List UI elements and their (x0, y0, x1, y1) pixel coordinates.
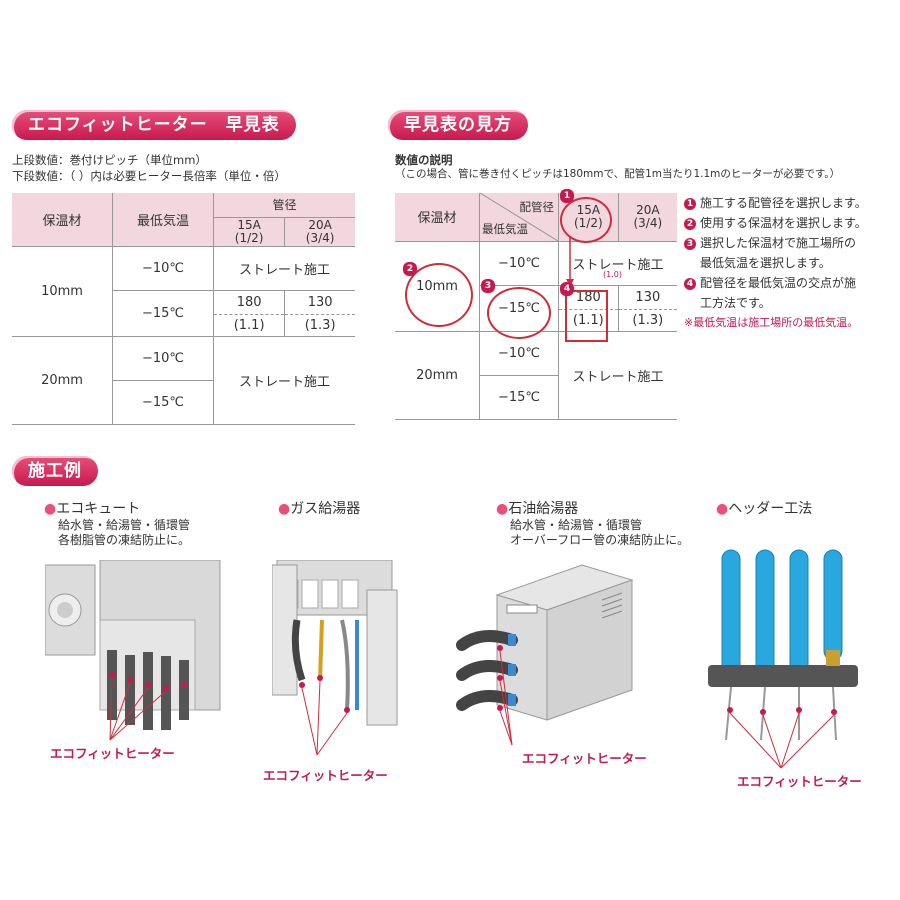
example-2-heater-label: エコフィットヒーター (263, 768, 388, 783)
example-3-heater-label: エコフィットヒーター (522, 751, 647, 766)
examples-title: 施工例 (12, 456, 98, 486)
header-20a: 20A(3/4) (284, 217, 355, 247)
cell-ratio: (1.3) (284, 314, 355, 337)
header-15a: 15A(1/2) (212, 217, 285, 247)
example-2-title: ●ガス給湯器 (278, 501, 361, 517)
gas-heater-illustration (272, 560, 398, 756)
cell-straight: ストレート施工(1.0) (558, 241, 677, 286)
header-insulation: 保温材 (395, 193, 480, 242)
ecocute-illustration (45, 560, 221, 741)
example-1-sub: 給水管・給湯管・循環管各樹脂管の凍結防止に。 (58, 518, 191, 547)
example-4-heater-label: エコフィットヒーター (737, 774, 862, 789)
step-4-cont: 工方法です。 (700, 296, 771, 310)
note-line-1: 上段数値：巻付けピッチ（単位mm） (12, 153, 207, 167)
warning-note: ※最低気温は施工場所の最低気温。 (684, 316, 859, 329)
marker-circle-insulation (405, 263, 473, 327)
header-min-temp: 最低気温 (482, 221, 528, 236)
desc-text: （この場合、管に巻き付くピッチは180mmで、配管1m当たり1.1mのヒーターが… (395, 168, 841, 180)
header-insulation: 保温材 (12, 193, 113, 247)
cell-temp: −10℃ (479, 241, 559, 286)
marker-num-3: 3 (481, 279, 495, 293)
example-1-title: ●エコキュート (44, 501, 141, 517)
marker-circle-temp (487, 287, 551, 339)
note-line-2: 下段数値：（ ）内は必要ヒーター長倍率（単位・倍） (12, 169, 286, 183)
cell-value: 130 (617, 285, 677, 310)
example-4-title: ●ヘッダー工法 (716, 501, 813, 517)
header-20a: 20A(3/4) (617, 193, 677, 242)
header-pipe: 管径 (213, 193, 355, 218)
cell-temp: −15℃ (112, 290, 214, 337)
example-1-heater-label: エコフィットヒーター (50, 746, 175, 761)
cell-ratio: (1.3) (617, 309, 677, 332)
cell-20mm: 20mm (395, 331, 480, 420)
left-title: エコフィットヒーター 早見表 (12, 110, 296, 140)
right-title: 早見表の見方 (388, 110, 528, 140)
marker-num-4: 4 (560, 282, 574, 296)
oil-heater-illustration (456, 564, 634, 746)
cell-ratio: (1.1) (558, 309, 619, 332)
cell-value: 130 (284, 290, 355, 315)
header-pipe-dia: 配管径 (519, 200, 555, 214)
cell-temp: −10℃ (112, 336, 214, 381)
header-diag: 配管径 最低気温 (479, 193, 559, 242)
example-3-sub: 給水管・給湯管・循環管オーバーフロー管の凍結防止に。 (510, 518, 690, 547)
marker-box-result (565, 290, 608, 342)
cell-ratio: (1.1) (212, 314, 285, 337)
cell-value: 180 (212, 290, 285, 315)
header-method-illustration (708, 549, 858, 769)
marker-circle-pipe (560, 197, 612, 243)
marker-num-1: 1 (560, 189, 574, 203)
cell-straight: ストレート施工 (213, 336, 355, 425)
cell-temp: −15℃ (112, 380, 214, 425)
example-3-title: ●石油給湯器 (496, 501, 579, 517)
marker-num-2: 2 (403, 262, 417, 276)
cell-temp: −15℃ (479, 375, 559, 420)
cell-straight: ストレート施工 (558, 331, 677, 420)
cell-straight: ストレート施工 (213, 246, 355, 291)
desc-title: 数値の説明 (395, 153, 453, 167)
cell-temp: −10℃ (112, 246, 214, 291)
step-3-cont: 最低気温を選択します。 (700, 256, 831, 270)
left-quick-table: 保温材 最低気温 管径 15A(1/2) 20A(3/4) 10mm −10℃ … (12, 193, 355, 425)
arrow-down (566, 237, 574, 287)
header-min-temp: 最低気温 (112, 193, 214, 247)
cell-10mm: 10mm (12, 246, 113, 337)
diagonal-line (480, 193, 558, 241)
cell-20mm: 20mm (12, 336, 113, 425)
